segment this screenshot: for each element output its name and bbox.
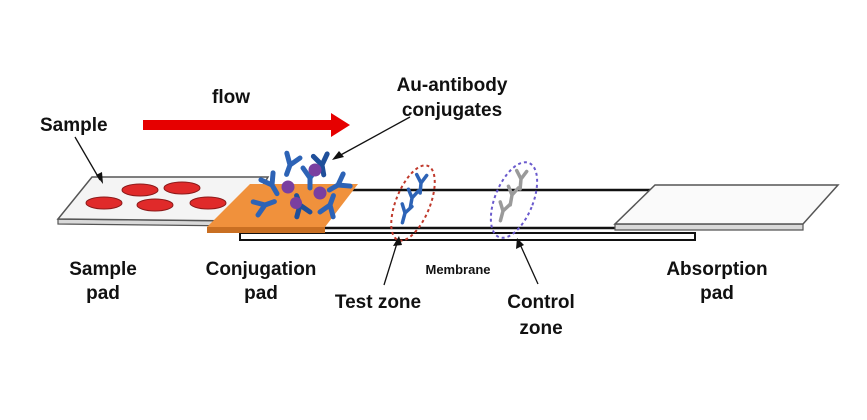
au-pointer xyxy=(336,116,411,158)
au-antibody-label-line2: conjugates xyxy=(402,100,502,121)
antibody-icon xyxy=(406,187,421,210)
antibody-icon xyxy=(310,151,330,178)
antibody-icon xyxy=(498,200,512,223)
au-pointer-head xyxy=(332,151,344,160)
control-zone-pointer-head xyxy=(516,238,524,249)
antibody-icon xyxy=(506,184,521,207)
gold-nanoparticle xyxy=(290,197,302,209)
pointer-lines xyxy=(74,116,539,286)
antibody-icon xyxy=(258,170,280,197)
conjugation-pad-side xyxy=(207,227,325,233)
gold-nanoparticle xyxy=(308,163,322,177)
gold-nanoparticle xyxy=(313,186,327,200)
sample-label: Sample xyxy=(40,115,108,136)
antibody-icon xyxy=(326,171,353,193)
membrane-label: Membrane xyxy=(425,262,490,277)
sample-drop xyxy=(85,196,123,210)
antibody-icon xyxy=(514,168,529,191)
absorption-pad xyxy=(613,184,840,225)
sample-pad-label-line2: pad xyxy=(86,283,120,304)
flow-label: flow xyxy=(212,87,250,108)
control-zone-label-line1: Control xyxy=(507,292,575,313)
antibody-icon xyxy=(414,172,429,195)
control-zone-antibodies xyxy=(498,168,529,223)
sample-drops xyxy=(85,181,227,212)
sample-drop xyxy=(189,196,227,210)
absorption-pad-label-line2: pad xyxy=(700,283,734,304)
conjugation-pad-label-line1: Conjugation xyxy=(206,259,317,280)
test-zone-antibodies xyxy=(400,172,429,225)
gold-nanoparticle xyxy=(281,180,295,194)
antibody-icon xyxy=(284,150,303,177)
absorption-pad-label-line1: Absorption xyxy=(666,259,767,280)
test-zone-pointer-head xyxy=(393,236,402,246)
backing-card xyxy=(239,232,696,241)
absorption-pad-side xyxy=(614,223,804,231)
sample-pointer-head xyxy=(96,172,103,184)
antibody-icon xyxy=(250,199,277,218)
sample-drop xyxy=(136,198,174,212)
control-zone-label-line2: zone xyxy=(519,318,562,339)
conjugation-pad-label-line2: pad xyxy=(244,283,278,304)
au-antibody-label-line1: Au-antibody xyxy=(397,75,508,96)
test-zone-label: Test zone xyxy=(335,292,421,313)
antibody-icon xyxy=(400,202,414,225)
sample-pad-label-line1: Sample xyxy=(69,259,137,280)
antibody-icon xyxy=(317,193,336,220)
flow-arrow xyxy=(143,113,350,137)
sample-pointer xyxy=(74,136,101,181)
test-zone-pointer xyxy=(383,239,399,286)
control-zone-pointer xyxy=(518,241,539,285)
sample-drop xyxy=(121,183,159,197)
au-antibody-conjugates xyxy=(250,150,353,220)
test-zone-ring xyxy=(390,164,436,242)
sample-drop xyxy=(163,181,201,195)
